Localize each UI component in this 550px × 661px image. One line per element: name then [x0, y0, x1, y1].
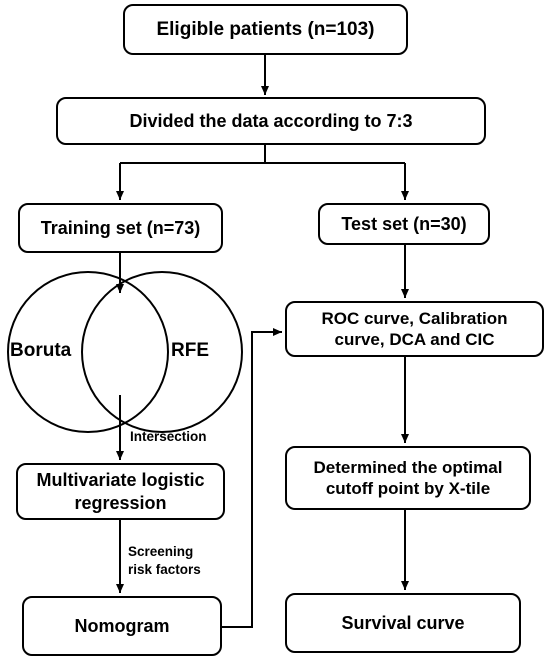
- survival-curve-box: Survival curve: [285, 593, 521, 653]
- eligible-patients-box: Eligible patients (n=103): [123, 4, 408, 55]
- divided-data-label: Divided the data according to 7:3: [129, 110, 413, 131]
- xtile-cutoff-label: Determined the optimal cutoff point by X…: [313, 457, 503, 498]
- roc-curve-label: ROC curve, Calibration curve, DCA and CI…: [321, 308, 508, 349]
- intersection-label: Intersection: [130, 429, 207, 444]
- training-set-label: Training set (n=73): [40, 217, 201, 238]
- venn-label-boruta: Boruta: [10, 340, 72, 361]
- multivariate-regression-box: Multivariate logistic regression: [16, 463, 225, 520]
- venn-label-rfe: RFE: [171, 340, 209, 361]
- xtile-cutoff-box: Determined the optimal cutoff point by X…: [285, 446, 531, 510]
- test-set-box: Test set (n=30): [318, 203, 490, 245]
- venn-circle-rfe: [81, 271, 243, 433]
- arrow-nomogram-to-roc: [222, 328, 282, 628]
- nomogram-box: Nomogram: [22, 596, 222, 656]
- eligible-patients-label: Eligible patients (n=103): [156, 18, 375, 40]
- test-set-label: Test set (n=30): [341, 213, 467, 234]
- roc-curve-box: ROC curve, Calibration curve, DCA and CI…: [285, 301, 544, 357]
- nomogram-label: Nomogram: [74, 615, 170, 636]
- screening-label: Screening risk factors: [128, 543, 201, 578]
- survival-curve-label: Survival curve: [341, 612, 465, 633]
- screening-label-line2: risk factors: [128, 561, 201, 577]
- training-set-box: Training set (n=73): [18, 203, 223, 253]
- screening-label-line1: Screening: [128, 544, 194, 559]
- venn-circle-boruta: [7, 271, 169, 433]
- divided-data-box: Divided the data according to 7:3: [56, 97, 486, 145]
- multivariate-regression-label: Multivariate logistic regression: [36, 470, 205, 513]
